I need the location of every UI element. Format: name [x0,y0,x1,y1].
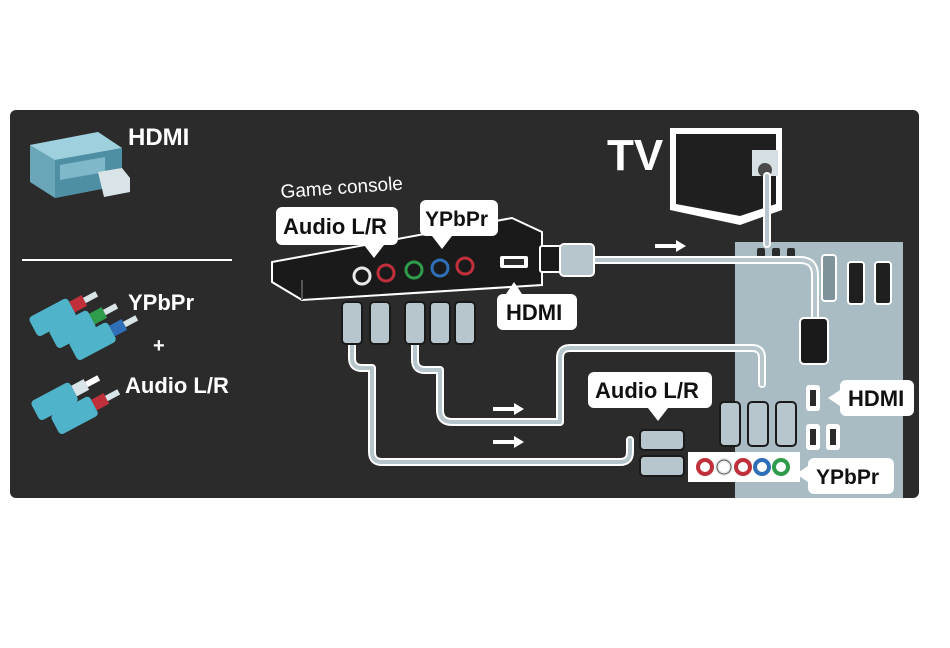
tv-rca-inputs [688,452,800,482]
tv-label: TV [607,131,664,180]
legend-audio-label: Audio L/R [125,373,229,398]
console-audio-tag-text: Audio L/R [283,214,387,239]
tv-ypbpr-tag-text: YPbPr [816,466,879,489]
hdmi-plug-tv [800,318,828,364]
legend-plus-label: + [153,335,165,357]
console-ypbpr-tag-text: YPbPr [425,208,488,231]
console-hdmi-tag-text: HDMI [506,300,562,325]
tv-component-plugs [720,402,796,446]
tv-ypbpr-tag: YPbPr [796,458,894,494]
legend-hdmi-label: HDMI [128,124,189,151]
tv-audio-tag-text: Audio L/R [595,378,699,403]
legend-ypbpr-label: YPbPr [128,290,194,315]
hdmi-plug-console [540,244,594,276]
tv-hdmi-tag-text: HDMI [848,386,904,411]
tv-hdmi-tag: HDMI [828,380,914,416]
console-rca-plugs [342,302,475,344]
